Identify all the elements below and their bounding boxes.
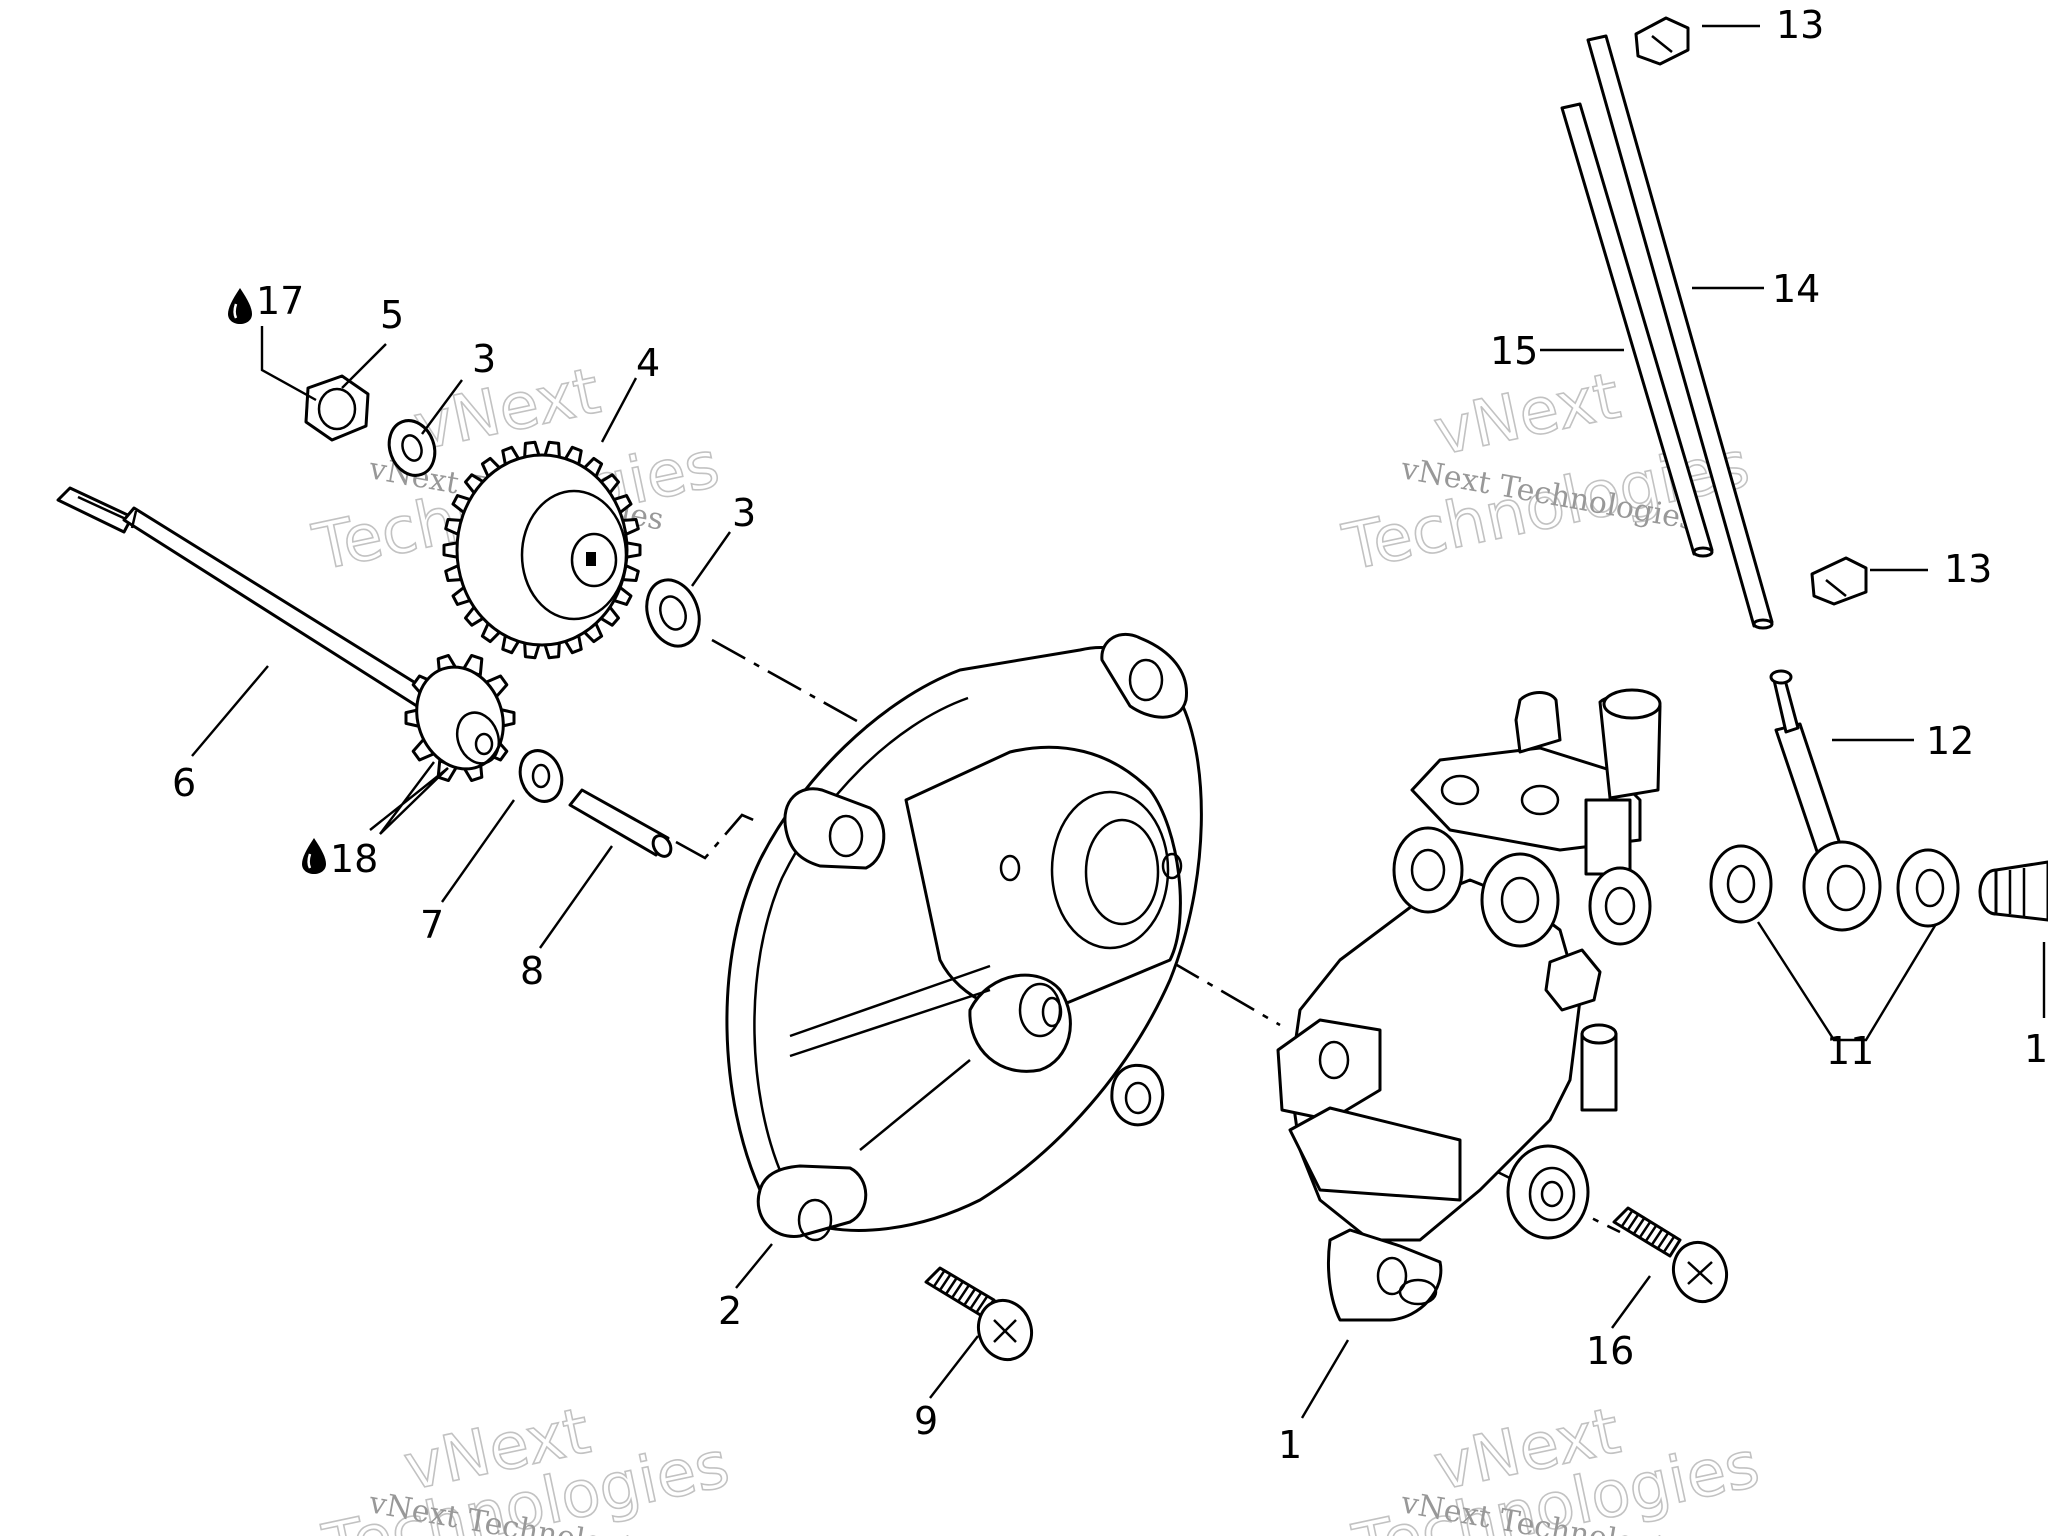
callout-1: 1 <box>1278 1423 1302 1467</box>
leader-2 <box>735 1243 773 1289</box>
leader-16 <box>1611 1275 1651 1329</box>
callout-4: 4 <box>636 341 660 385</box>
leader-3a <box>421 379 463 435</box>
oil-tube-part-15 <box>1560 102 1714 558</box>
screw-thread <box>1637 1219 1653 1240</box>
screw-thread <box>932 1268 947 1289</box>
watermark-right-bottom: vNext vNext Technologies Technologies <box>1346 1394 1766 1536</box>
callout-6: 6 <box>172 761 196 805</box>
screw-thread <box>950 1279 965 1300</box>
screw-thread <box>944 1276 959 1296</box>
screw-thread <box>1619 1208 1635 1229</box>
washer-part-7 <box>518 749 564 803</box>
dowel-pin-part-8 <box>568 788 673 858</box>
leader-7 <box>441 799 515 903</box>
callout-2: 2 <box>718 1289 742 1333</box>
callout-labels: 17 5 3 4 3 6 18 7 8 2 9 1 16 13 13 14 15… <box>172 3 2048 1467</box>
pump-housing-part-2 <box>725 632 1203 1242</box>
washer-part-11-right <box>1896 848 1960 928</box>
callout-16: 16 <box>1586 1329 1634 1373</box>
callout-12: 12 <box>1926 719 1974 763</box>
callout-9: 9 <box>914 1399 938 1443</box>
callout-7: 7 <box>420 903 444 947</box>
leader-17 <box>260 326 317 402</box>
banjo-bolt-part-10 <box>1978 860 2048 922</box>
callout-3-lower: 3 <box>732 491 756 535</box>
callout-3-upper: 3 <box>472 337 496 381</box>
washer-part-3-upper <box>387 419 437 477</box>
screw-thread <box>956 1283 971 1304</box>
screw-thread <box>962 1287 977 1307</box>
screw-thread <box>1625 1212 1641 1233</box>
svg-text:vNext: vNext <box>1428 359 1626 470</box>
banjo-fitting-part-12 <box>1769 669 1882 932</box>
oil-drop-icon <box>228 288 252 324</box>
drive-shaft-part-6 <box>56 486 432 710</box>
watermark-left-bottom: vNext vNext Technologies Technologies <box>316 1394 736 1536</box>
leader-9 <box>929 1335 979 1399</box>
washer-part-11-left <box>1709 844 1773 924</box>
leader-6 <box>191 665 269 757</box>
pinion-gear-part-18 <box>404 653 516 783</box>
screw-thread <box>1643 1223 1659 1244</box>
callout-5: 5 <box>380 293 404 337</box>
leader-8 <box>539 845 613 949</box>
callout-11: 11 <box>1826 1029 1874 1073</box>
screw-thread <box>1661 1234 1677 1255</box>
callout-17: 17 <box>256 279 304 323</box>
callout-13-mid: 13 <box>1944 547 1992 591</box>
screw-thread <box>938 1272 953 1293</box>
leader-3b <box>691 531 731 587</box>
hose-clip-part-13-mid <box>1810 556 1868 606</box>
callout-10-partial: 1 <box>2024 1027 2048 1071</box>
callout-8: 8 <box>520 949 544 993</box>
leader-1 <box>1300 1339 1350 1419</box>
oil-drop-icon <box>302 838 326 874</box>
oil-tube-part-14 <box>1586 34 1774 630</box>
oil-pump-part-1 <box>1276 688 1662 1322</box>
callout-13-top: 13 <box>1776 3 1824 47</box>
screw-thread <box>1655 1230 1671 1251</box>
gear-part-4 <box>442 440 642 660</box>
callout-15: 15 <box>1490 329 1538 373</box>
callout-14: 14 <box>1772 267 1820 311</box>
assembly-line-washer <box>711 638 883 737</box>
nut-part-5 <box>304 374 370 442</box>
screw-thread <box>1631 1216 1647 1236</box>
leader-11 <box>1756 921 1938 1042</box>
screw-thread <box>974 1294 989 1315</box>
screw-thread <box>968 1290 983 1311</box>
screw-part-16 <box>1612 1206 1728 1304</box>
screw-thread <box>1649 1227 1665 1247</box>
washer-part-3-lower <box>645 578 701 648</box>
leader-5 <box>341 343 387 389</box>
leader-18 <box>369 761 449 835</box>
screw-part-9 <box>924 1266 1033 1362</box>
assembly-line-pin <box>675 813 759 860</box>
leader-4 <box>600 377 638 443</box>
callout-18: 18 <box>330 837 378 881</box>
hose-clip-part-13-top <box>1634 16 1690 66</box>
leader-lines <box>191 24 2046 1419</box>
